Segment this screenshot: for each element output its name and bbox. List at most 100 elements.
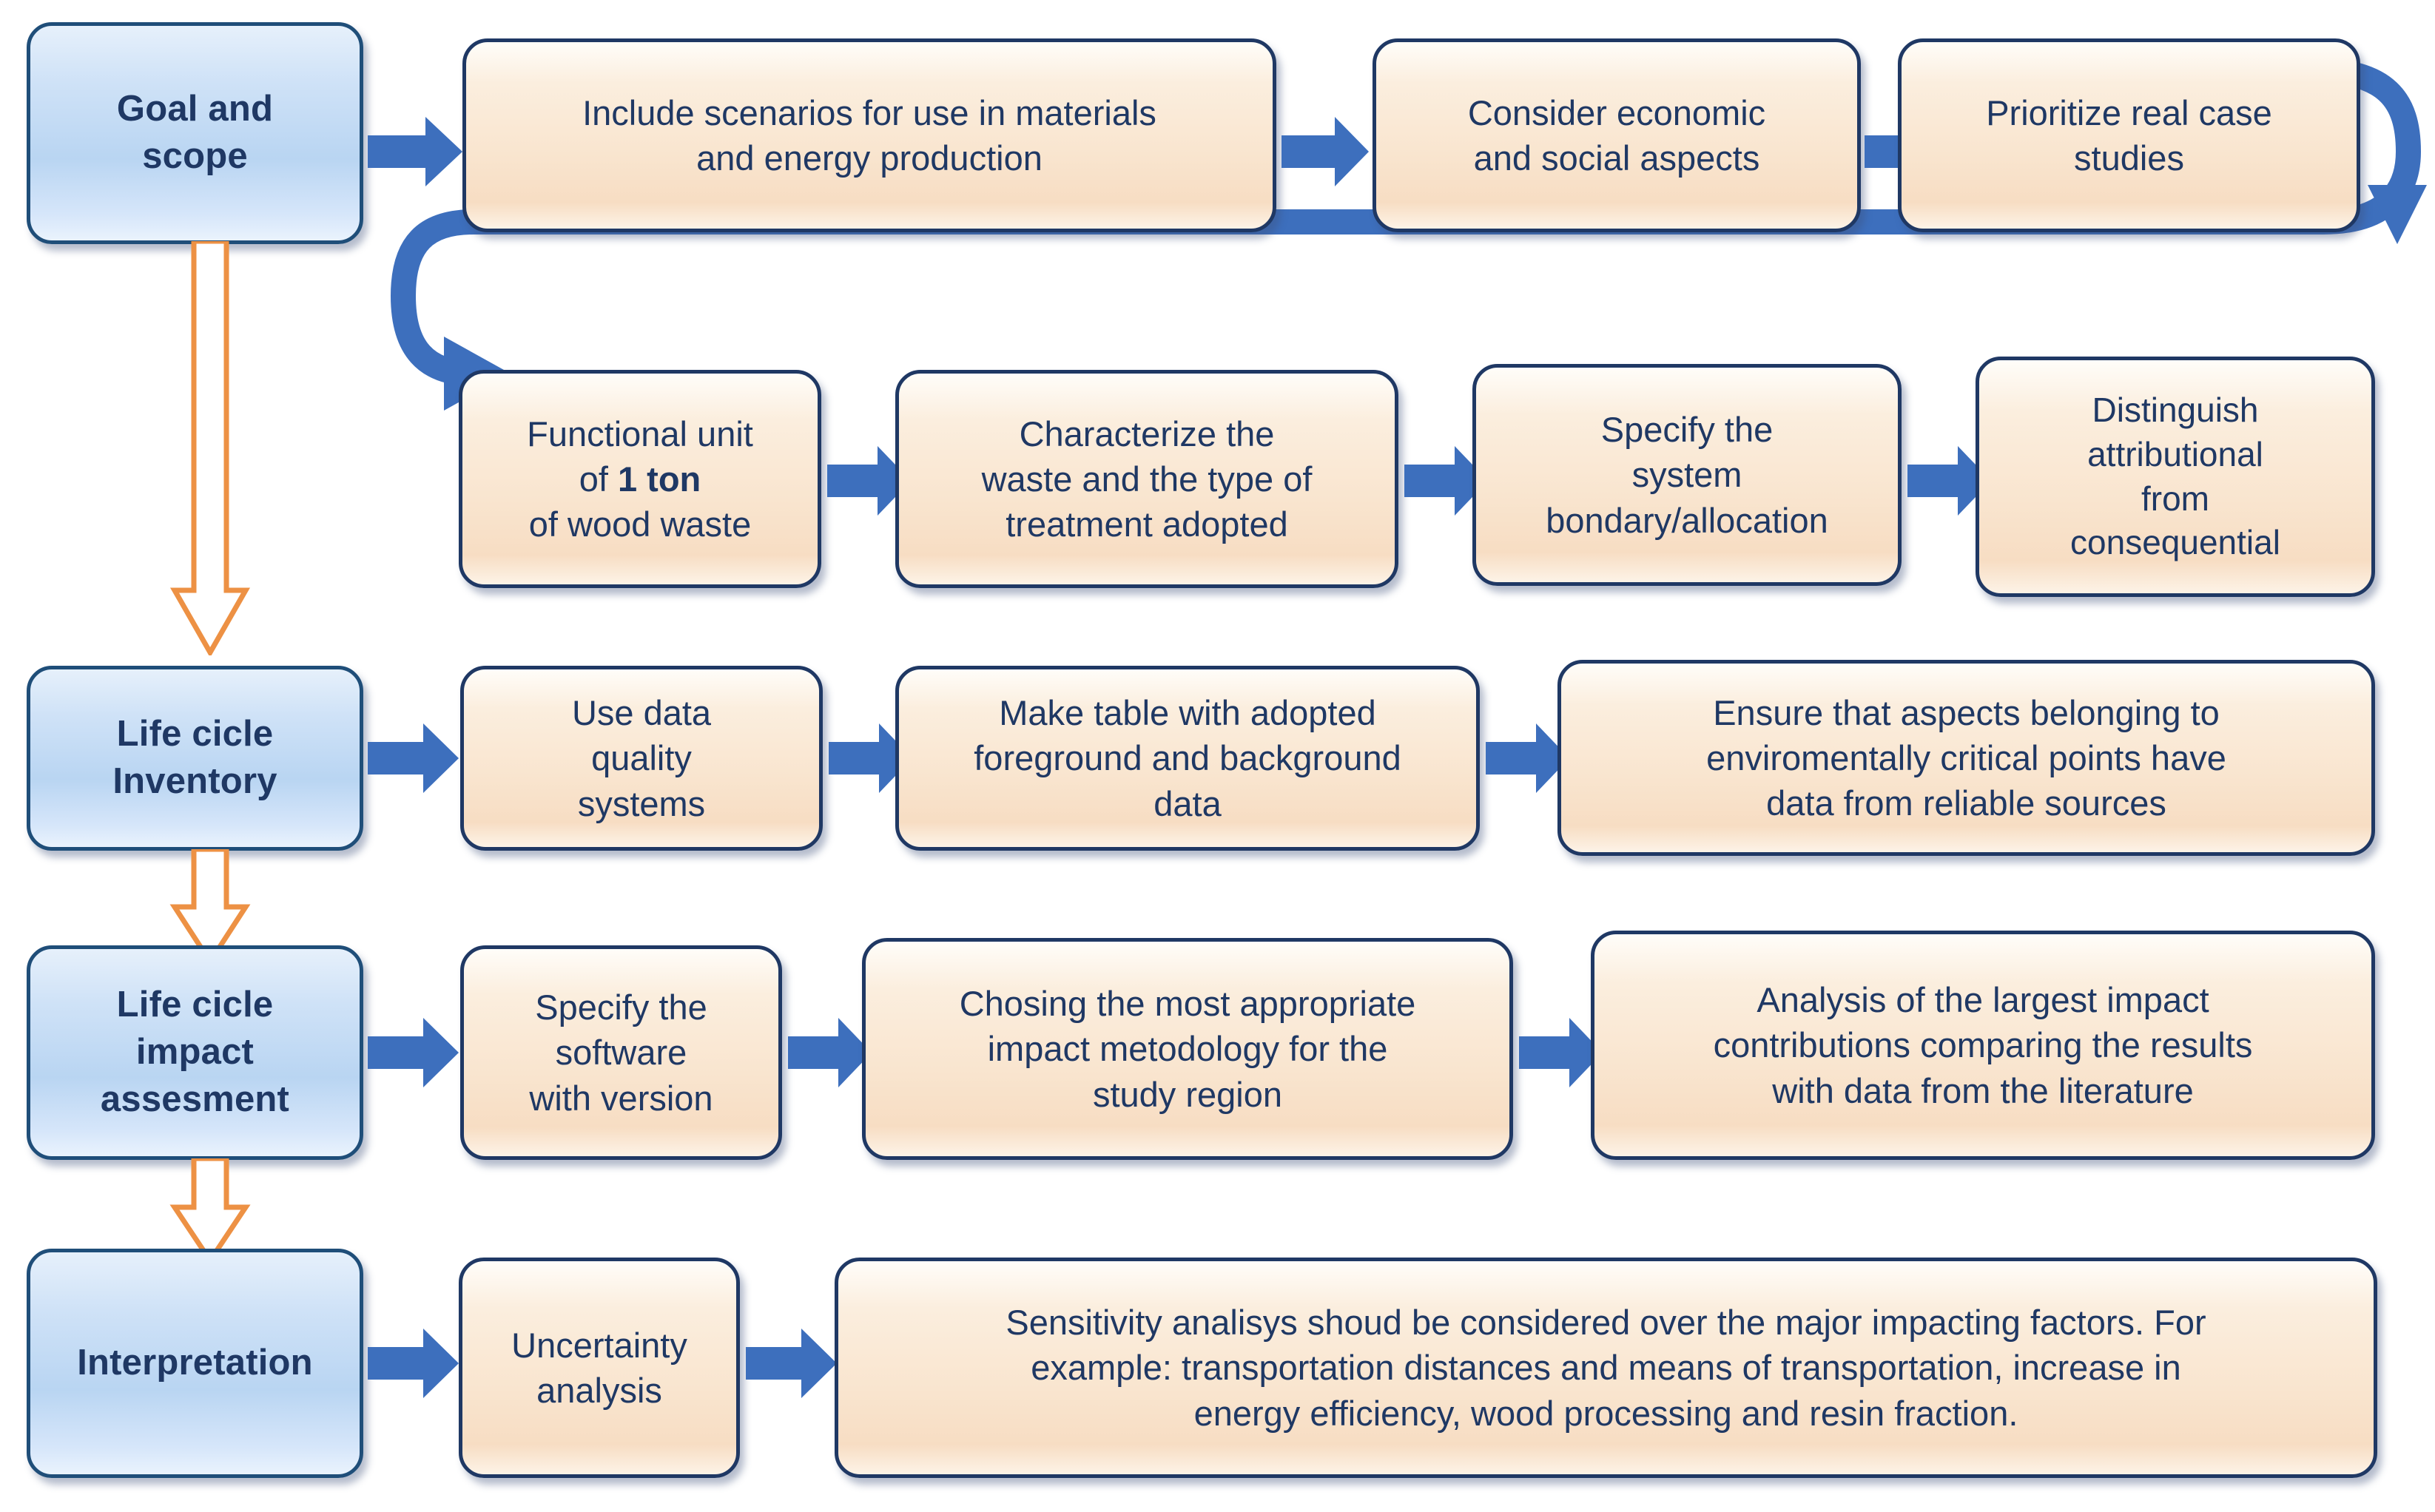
step-line1: Include scenarios for use in materials	[582, 92, 1156, 132]
step-text-prioritize-real-case: Prioritize real case studies	[1913, 90, 2345, 180]
step-line2: and energy production	[696, 138, 1043, 178]
step-box-uncertainty-analysis[interactable]: Uncertainty analysis	[459, 1258, 740, 1478]
step-box-characterize-waste[interactable]: Characterize the waste and the type of t…	[895, 370, 1398, 588]
step-line3: data	[1153, 783, 1222, 823]
step-line3: of wood waste	[528, 504, 752, 544]
arrow-impact-to-specify-software	[368, 1012, 460, 1093]
step-text-use-data-quality: Use data quality systems	[476, 690, 807, 826]
step-line1: Specify the	[1600, 410, 1774, 450]
step-line3: bondary/allocation	[1546, 500, 1828, 540]
step-line1: Make table with adopted	[999, 693, 1376, 733]
orange-arrow-goal-to-inventory	[169, 241, 252, 655]
step-line3: treatment adopted	[1006, 504, 1288, 544]
step-box-ensure-aspects[interactable]: Ensure that aspects belonging to envirom…	[1557, 660, 2375, 856]
arrow-include-to-consider-economic	[1282, 111, 1370, 192]
phase-label-line1: Life cicle	[116, 985, 274, 1025]
phase-label-line1: Interpretation	[77, 1343, 313, 1383]
arrow-make-table-to-ensure-aspects	[1486, 718, 1571, 799]
step-line2: analysis	[536, 1371, 662, 1410]
orange-arrow-impact-to-interpretation	[169, 1158, 252, 1263]
step-line1: Sensitivity analisys shoud be considered…	[1006, 1303, 2206, 1343]
step-line2-bold: 1 ton	[617, 459, 701, 499]
phase-label-line2: Inventory	[112, 761, 277, 801]
step-text-ensure-aspects: Ensure that aspects belonging to envirom…	[1573, 690, 2360, 826]
orange-arrow-inventory-to-impact	[169, 849, 252, 965]
step-line3: with data from the literature	[1772, 1070, 2194, 1110]
phase-box-interpretation[interactable]: Interpretation	[27, 1249, 363, 1478]
step-line3: energy efficiency, wood processing and r…	[1193, 1393, 2018, 1433]
step-text-distinguish-attributional: Distinguish attributional from consequen…	[1991, 388, 2360, 565]
arrow-functional-unit-to-characterize	[827, 440, 912, 522]
step-box-make-table[interactable]: Make table with adopted foreground and b…	[895, 666, 1480, 851]
step-line2-prefix: of	[579, 459, 618, 499]
step-box-use-data-quality[interactable]: Use data quality systems	[460, 666, 823, 851]
step-text-sensitivity-analysis: Sensitivity analisys shoud be considered…	[850, 1300, 2362, 1435]
step-line2: software	[555, 1033, 687, 1073]
step-text-characterize-waste: Characterize the waste and the type of t…	[911, 411, 1383, 547]
step-line2: contributions comparing the results	[1713, 1025, 2253, 1065]
arrow-interpretation-to-uncertainty	[368, 1323, 460, 1404]
phase-label-interpretation: Interpretation	[42, 1340, 348, 1387]
step-text-analysis-largest-impact: Analysis of the largest impact contribut…	[1606, 977, 2360, 1113]
arrow-uncertainty-to-sensitivity	[746, 1323, 838, 1404]
phase-label-life-cicle-impact-assesment: Life cicle impact assesment	[42, 982, 348, 1123]
arrow-specify-system-to-distinguish	[1907, 440, 1993, 522]
step-text-specify-system-boundary: Specify the system bondary/allocation	[1488, 407, 1886, 542]
step-line2: enviromentally critical points have	[1706, 738, 2226, 777]
step-line1: Consider economic	[1467, 92, 1766, 132]
step-text-consider-economic: Consider economic and social aspects	[1388, 90, 1845, 180]
step-line1: Analysis of the largest impact	[1757, 980, 2209, 1020]
arrow-use-data-to-make-table	[829, 718, 914, 799]
step-text-functional-unit: Functional unit of 1 ton of wood waste	[474, 411, 806, 547]
phase-label-line2: scope	[142, 136, 248, 176]
phase-label-line1: Life cicle	[116, 714, 274, 755]
step-line1: Ensure that aspects belonging to	[1713, 692, 2220, 732]
step-box-sensitivity-analysis[interactable]: Sensitivity analisys shoud be considered…	[835, 1258, 2377, 1478]
phase-box-life-cicle-impact-assesment[interactable]: Life cicle impact assesment	[27, 945, 363, 1160]
arrow-characterize-to-specify-system	[1404, 440, 1489, 522]
step-line1: Prioritize real case	[1986, 92, 2272, 132]
arrow-software-to-chosing-methodology	[788, 1012, 873, 1093]
step-line3: systems	[577, 783, 706, 823]
step-line3: data from reliable sources	[1766, 783, 2166, 823]
step-text-uncertainty-analysis: Uncertainty analysis	[474, 1323, 724, 1413]
step-line3: study region	[1092, 1074, 1283, 1114]
step-line3: from	[2141, 479, 2209, 518]
step-line3: with version	[529, 1078, 713, 1118]
step-box-specify-software[interactable]: Specify the software with version	[460, 945, 782, 1160]
phase-label-line1: Goal and	[116, 89, 274, 129]
step-box-chosing-methodology[interactable]: Chosing the most appropriate impact meto…	[862, 938, 1513, 1160]
step-line1: Use data	[571, 693, 712, 733]
step-box-specify-system-boundary[interactable]: Specify the system bondary/allocation	[1472, 364, 1902, 586]
phase-label-life-cicle-inventory: Life cicle Inventory	[42, 711, 348, 805]
step-text-chosing-methodology: Chosing the most appropriate impact meto…	[878, 981, 1498, 1116]
step-text-make-table: Make table with adopted foreground and b…	[911, 690, 1464, 826]
step-line1: Chosing the most appropriate	[959, 984, 1416, 1024]
step-line2: quality	[591, 738, 692, 778]
phase-label-line3: assesment	[100, 1079, 290, 1119]
step-line1: Uncertainty	[511, 1325, 687, 1365]
phase-box-life-cicle-inventory[interactable]: Life cicle Inventory	[27, 666, 363, 851]
arrow-goal-to-include-scenarios	[368, 111, 464, 192]
step-text-specify-software: Specify the software with version	[476, 985, 767, 1120]
step-box-consider-economic[interactable]: Consider economic and social aspects	[1373, 38, 1861, 232]
step-box-functional-unit[interactable]: Functional unit of 1 ton of wood waste	[459, 370, 821, 588]
step-line4: consequential	[2070, 523, 2280, 562]
step-box-distinguish-attributional[interactable]: Distinguish attributional from consequen…	[1976, 357, 2375, 597]
arrow-methodology-to-analysis-impact	[1519, 1012, 1604, 1093]
step-box-analysis-largest-impact[interactable]: Analysis of the largest impact contribut…	[1591, 931, 2375, 1160]
phase-box-goal-and-scope[interactable]: Goal and scope	[27, 22, 363, 244]
step-line2: studies	[2074, 138, 2184, 178]
step-box-prioritize-real-case[interactable]: Prioritize real case studies	[1898, 38, 2360, 232]
step-line1: Functional unit	[527, 414, 753, 453]
step-line1: Distinguish	[2092, 390, 2259, 429]
phase-label-line2: impact	[135, 1032, 255, 1073]
step-line2: waste and the type of	[981, 459, 1313, 499]
step-line2: foreground and background	[974, 738, 1401, 778]
step-text-include-scenarios: Include scenarios for use in materials a…	[478, 90, 1261, 180]
step-line1: Characterize the	[1019, 414, 1275, 453]
step-line1: Specify the	[535, 988, 707, 1027]
step-box-include-scenarios[interactable]: Include scenarios for use in materials a…	[462, 38, 1276, 232]
step-line2: system	[1631, 455, 1742, 495]
